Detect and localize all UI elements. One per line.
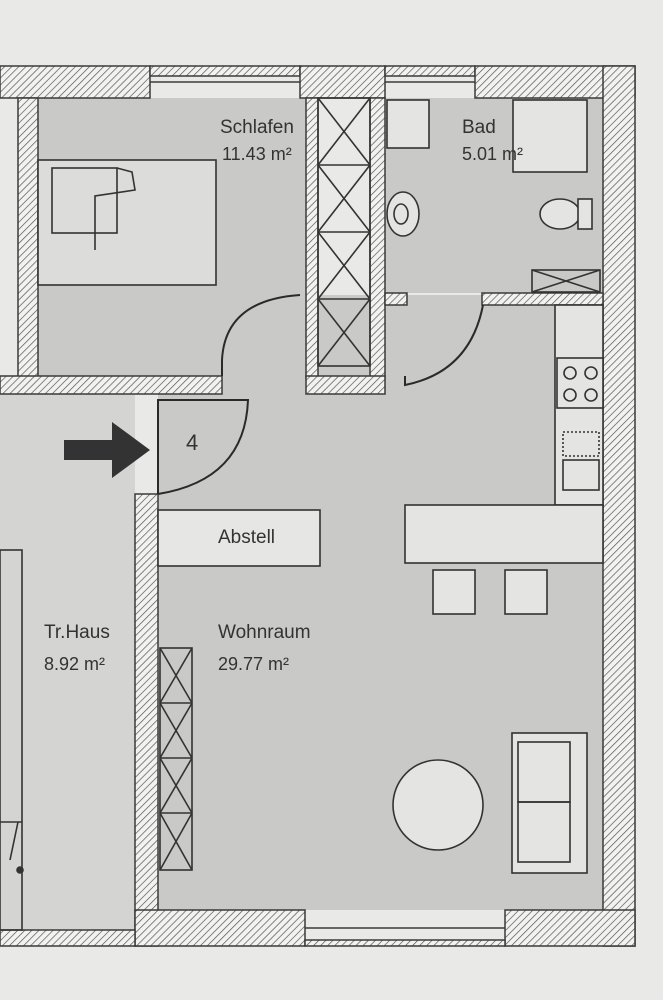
walls [0,65,636,947]
sofa [511,732,588,874]
cabinet [386,99,430,149]
room-area-treppenhaus: 8.92 m² [44,654,105,674]
living-furniture [392,732,588,874]
stool [504,569,548,615]
entrance-door [157,399,250,495]
stool [432,569,476,615]
arrow-right-icon [64,422,150,478]
ventilation-shaft [317,97,371,367]
door-bad [404,304,484,387]
bathroom-fixtures [386,99,601,293]
room-area-bad: 5.01 m² [462,144,523,164]
round-table [392,759,484,851]
toilet [539,198,581,230]
room-name-bad: Bad [462,117,496,138]
stove [556,357,604,409]
counter [404,504,604,564]
doors [157,294,484,495]
bed [37,159,217,286]
kitchen [404,304,604,615]
room-name-schlafen: Schlafen [220,117,294,138]
room-area-schlafen: 11.43 m² [222,144,292,164]
room-name-abstell: Abstell [218,527,275,548]
stairs [0,549,24,931]
washbasin [386,191,420,237]
room-name-treppenhaus: Tr.Haus [44,622,110,643]
door-schlafen [221,294,301,376]
wardrobe-shelf [159,647,193,871]
room-name-wohnraum: Wohnraum [218,622,311,643]
room-area-wohnraum: 29.77 m² [218,654,289,674]
abstell-storage [157,509,321,567]
shower-tray [512,99,588,173]
sink [562,459,600,491]
unit-number: 4 [186,430,198,455]
